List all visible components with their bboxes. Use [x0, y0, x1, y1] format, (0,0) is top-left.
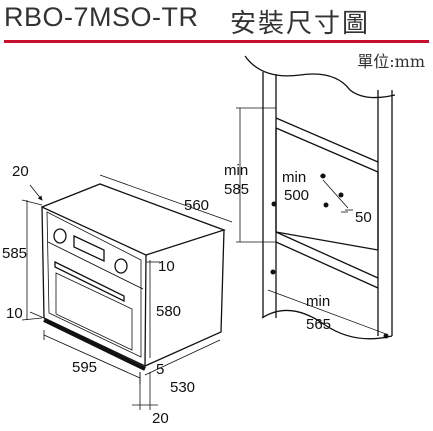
dim-height-min: 585 — [224, 181, 249, 198]
dim-height-total: 585 — [2, 245, 27, 262]
upper-shelf — [275, 117, 379, 173]
page-title: 安裝尺寸圖 — [230, 9, 371, 39]
dim-depth-top: 560 — [184, 197, 209, 214]
dim-width-min: 500 — [284, 187, 309, 204]
oven-drawing — [41, 183, 226, 371]
right-knob-icon — [114, 258, 128, 274]
oven-dimension-lines — [21, 174, 233, 410]
cabinet-top-break — [244, 55, 396, 99]
cabinet-drawing — [244, 55, 396, 340]
door-handle — [54, 260, 125, 303]
dim-side-gap: 10 — [158, 258, 175, 275]
title-divider — [4, 40, 429, 43]
dim-depth: 530 — [170, 379, 195, 396]
header: RBO-7MSO-TR 安裝尺寸圖 單位:mm — [0, 0, 433, 71]
dim-bottom-min-label: min — [306, 293, 330, 310]
left-knob-icon — [53, 228, 67, 244]
dim-width: 595 — [72, 359, 97, 376]
dim-body-height: 580 — [156, 303, 181, 320]
dim-height-min-label: min — [224, 162, 248, 179]
dim-left-gap: 10 — [6, 305, 23, 322]
display-panel — [73, 234, 105, 263]
dim-top-offset: 20 — [12, 163, 29, 180]
model-number: RBO-7MSO-TR — [4, 2, 199, 32]
cabinet-markers — [270, 173, 389, 339]
dim-bottom-min: 565 — [306, 316, 331, 333]
cabinet-dimension-lines — [236, 107, 387, 335]
oven-base-bar — [43, 318, 146, 371]
cabinet-dimension-labels: min 585 min 500 50 min 565 — [224, 162, 372, 333]
dim-panel: 5 — [156, 361, 164, 378]
oven-side — [144, 229, 225, 367]
oven-top — [41, 183, 226, 256]
lower-shelf — [275, 231, 379, 289]
cabinet-bottom-break — [261, 309, 393, 340]
unit-label: 單位:mm — [357, 52, 425, 71]
dim-vent: 50 — [355, 209, 372, 226]
dim-width-min-label: min — [282, 169, 306, 186]
dim-bottom-offset: 20 — [152, 410, 169, 427]
oven-dimension-labels: 20 560 585 10 10 580 595 5 530 20 — [2, 163, 209, 427]
